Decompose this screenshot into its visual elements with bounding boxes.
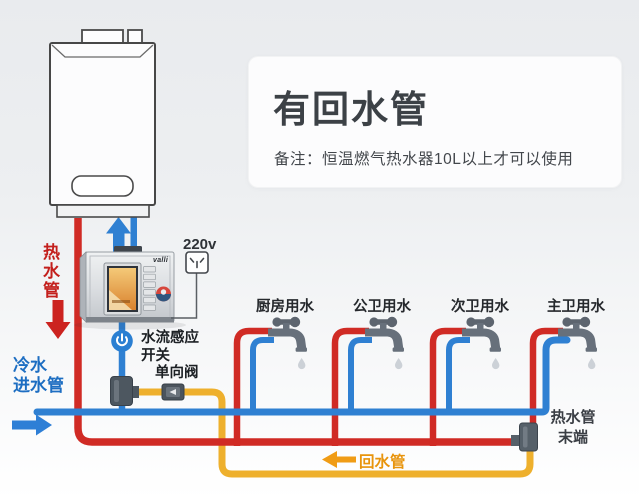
flow-sensor-icon	[111, 330, 133, 352]
hot-water-pipe	[74, 218, 563, 446]
return-water-pipe	[134, 388, 534, 478]
tee-fitting	[110, 376, 139, 406]
check-valve-icon	[161, 383, 185, 401]
voltage-label: 220v	[183, 236, 217, 253]
pump-brand-label: valli	[153, 257, 169, 264]
check-valve-label: 单向阀	[155, 365, 199, 381]
cold-flow-arrow-icon	[12, 414, 52, 436]
hot-pipe-end-label: 热水管 末端	[550, 409, 596, 446]
flow-switch-label: 水流感应 开关	[141, 330, 199, 364]
power-wire	[171, 273, 198, 319]
pump-logo	[156, 286, 171, 302]
hot-pipe-label: 热水管	[43, 243, 60, 300]
return-pipe-label: 回水管	[359, 454, 406, 471]
outlet-label-second-bath: 次卫用水	[451, 299, 509, 315]
outlet-label-kitchen: 厨房用水	[256, 299, 314, 315]
power-socket-icon	[185, 251, 209, 274]
note-text: 备注：恒温燃气热水器10L以上才可以使用	[274, 151, 574, 168]
title-card: 有回水管 备注：恒温燃气热水器10L以上才可以使用	[248, 56, 622, 188]
inlet-up-arrow-icon	[106, 217, 131, 253]
water-heater-icon	[49, 29, 156, 218]
end-fitting	[511, 422, 538, 452]
outlet-label-master-bath: 主卫用水	[547, 299, 605, 315]
pump-screen	[103, 262, 142, 316]
outlet-label-public-bath: 公卫用水	[353, 299, 411, 315]
pump-buttons	[143, 266, 156, 311]
return-flow-arrow-icon	[322, 451, 356, 468]
hot-flow-arrow-icon	[45, 300, 71, 339]
cold-pipe-label: 冷水 进水管	[13, 356, 64, 395]
page-title: 有回水管	[273, 89, 429, 130]
circulation-pump-icon	[74, 246, 186, 330]
